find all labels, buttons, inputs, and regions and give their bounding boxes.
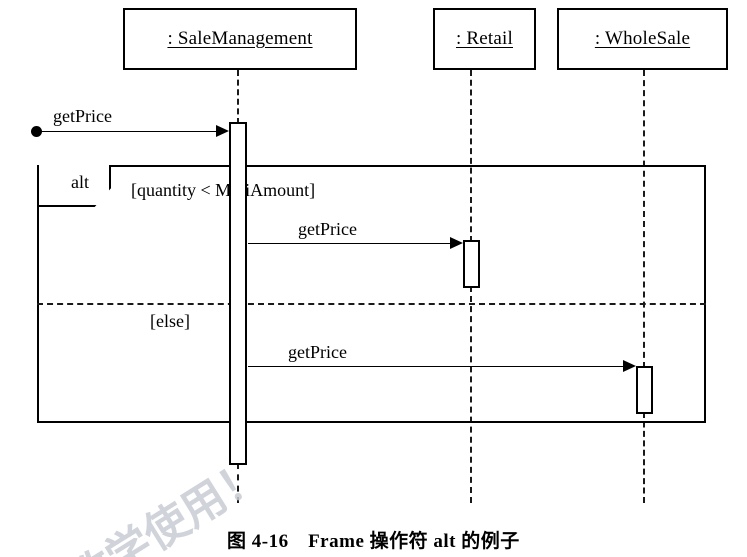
- lifeline-dash-wholesale-bottom: [643, 412, 645, 503]
- message-label-2-text: getPrice: [298, 219, 357, 239]
- lifeline-box-retail[interactable]: : Retail: [433, 8, 536, 70]
- guard-text-1: [quantity < MiniAmount]: [131, 180, 316, 200]
- guard-text-2: [else]: [150, 311, 190, 331]
- fragment-operand-divider: [37, 303, 706, 305]
- message-arrowhead-1: [216, 125, 229, 137]
- activation-bar-wholesale[interactable]: [636, 366, 653, 414]
- lifeline-dash-retail-top: [470, 70, 472, 242]
- message-arrowhead-3: [623, 360, 636, 372]
- lifeline-box-wholesale[interactable]: : WholeSale: [557, 8, 728, 70]
- message-line-1[interactable]: [36, 131, 218, 132]
- message-label-3: getPrice: [288, 342, 347, 363]
- message-label-1-text: getPrice: [53, 106, 112, 126]
- fragment-operator-label: alt: [71, 172, 89, 192]
- lifeline-label-salemanagement: : SaleManagement: [167, 28, 313, 49]
- lifeline-dash-salemanagement-bottom: [237, 463, 239, 503]
- fragment-guard-condition-1: [quantity < MiniAmount]: [131, 180, 315, 201]
- figure-caption: 图 4-16 Frame 操作符 alt 的例子: [227, 531, 520, 552]
- message-arrowhead-2: [450, 237, 463, 249]
- message-line-2[interactable]: [248, 243, 453, 244]
- combined-fragment-frame: [37, 165, 706, 423]
- message-line-3[interactable]: [248, 366, 626, 367]
- message-label-3-text: getPrice: [288, 342, 347, 362]
- activation-bar-salemanagement[interactable]: [229, 122, 247, 465]
- message-label-1: getPrice: [53, 106, 112, 127]
- activation-bar-retail[interactable]: [463, 240, 480, 288]
- lifeline-dash-retail-bottom: [470, 286, 472, 503]
- lifeline-box-salemanagement[interactable]: : SaleManagement: [123, 8, 357, 70]
- lifeline-dash-salemanagement-top: [237, 70, 239, 124]
- lifeline-label-wholesale: : WholeSale: [594, 28, 691, 49]
- lifeline-label-retail: : Retail: [455, 28, 513, 49]
- lifeline-dash-wholesale-top: [643, 70, 645, 368]
- message-label-2: getPrice: [298, 219, 357, 240]
- fragment-operator-tag: alt: [37, 165, 111, 207]
- fragment-guard-condition-2: [else]: [150, 311, 190, 332]
